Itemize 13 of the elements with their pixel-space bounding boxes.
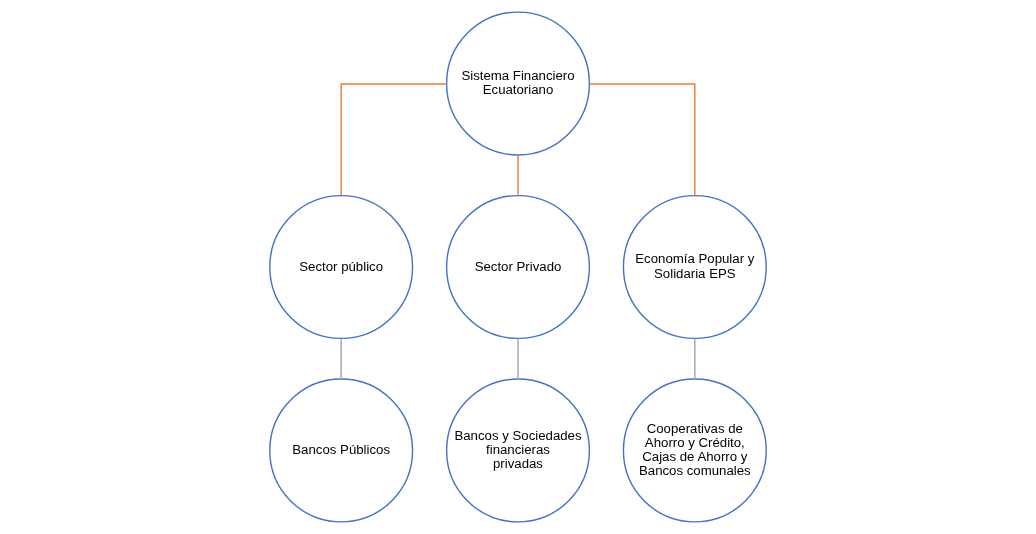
node-circle: Bancos Públicos xyxy=(269,378,414,523)
connector xyxy=(340,83,448,197)
connector xyxy=(340,337,342,380)
node-circle: Sistema Financiero Ecuatoriano xyxy=(445,11,591,156)
node-circle: Sector Privado xyxy=(445,194,591,340)
node-circle: Economía Popular y Solidaria EPS xyxy=(622,194,767,340)
connector xyxy=(517,337,519,380)
connector xyxy=(588,83,696,197)
connector xyxy=(517,154,519,197)
node-circle: Sector público xyxy=(269,194,414,340)
connector xyxy=(694,337,696,380)
node-circle: Cooperativas de Ahorro y Crédito, Cajas de Ahorro y Bancos comunales xyxy=(622,378,767,523)
node-circle: Bancos y Sociedades financieras privadas xyxy=(445,378,591,523)
